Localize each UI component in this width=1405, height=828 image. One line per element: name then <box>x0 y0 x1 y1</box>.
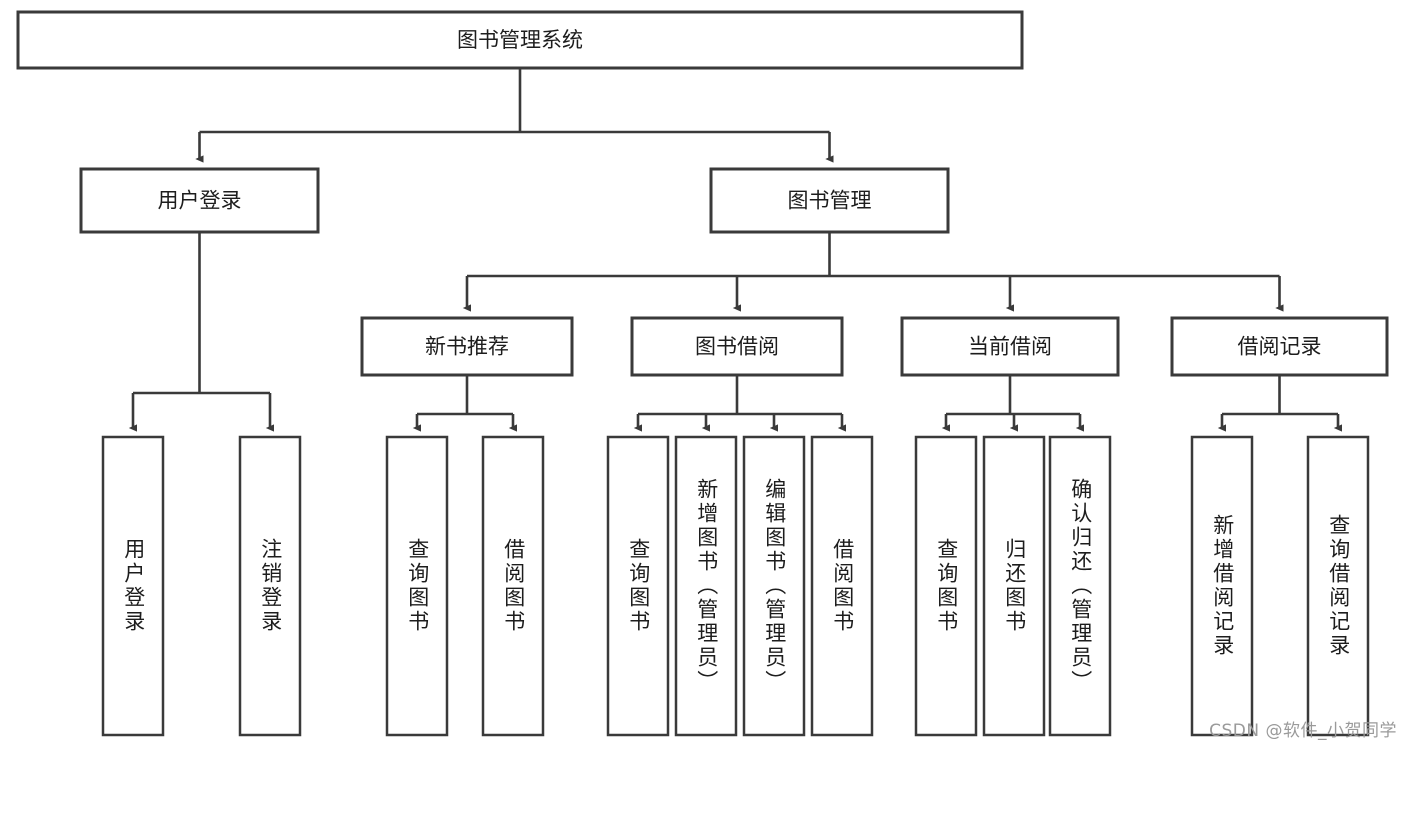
level3-node-box-2[interactable] <box>900 316 1120 377</box>
diagram-canvas: 图书管理系统用户登录图书管理新书推荐图书借阅当前借阅借阅记录 用户登录注销登录查… <box>16 10 1397 741</box>
leaf-node-box-10[interactable] <box>1048 435 1112 737</box>
level3-node-label-1: 图书借阅 <box>695 335 779 359</box>
leaf-node-box-8[interactable] <box>914 435 978 737</box>
leaf-node-box-2[interactable] <box>385 435 449 737</box>
level2-node-label-0: 用户登录 <box>158 189 242 213</box>
leaf-node-box-4[interactable] <box>606 435 670 737</box>
leaf-node-box-7[interactable] <box>810 435 874 737</box>
level2-node-box-0[interactable] <box>79 167 320 234</box>
level2-node-box-1[interactable] <box>709 167 950 234</box>
watermark-text: CSDN @软件_小贺同学 <box>1209 721 1397 741</box>
leaf-node-box-6[interactable] <box>742 435 806 737</box>
leaf-node-box-5[interactable] <box>674 435 738 737</box>
root-node-box[interactable] <box>16 10 1024 70</box>
leaf-node-box-0[interactable] <box>101 435 165 737</box>
leaf-node-box-3[interactable] <box>481 435 545 737</box>
leaf-node-box-12[interactable] <box>1306 435 1370 737</box>
level3-node-box-1[interactable] <box>630 316 844 377</box>
level3-node-box-3[interactable] <box>1170 316 1389 377</box>
level3-node-box-0[interactable] <box>360 316 574 377</box>
root-node-label: 图书管理系统 <box>457 28 583 52</box>
leaf-node-box-9[interactable] <box>982 435 1046 737</box>
level3-node-label-2: 当前借阅 <box>968 335 1052 359</box>
leaf-node-box-11[interactable] <box>1190 435 1254 737</box>
level2-node-label-1: 图书管理 <box>788 189 872 213</box>
node-boxes <box>16 10 1389 737</box>
level3-node-label-0: 新书推荐 <box>425 335 509 359</box>
level3-node-label-3: 借阅记录 <box>1238 335 1322 359</box>
connector-lines <box>128 68 1343 432</box>
leaf-node-box-1[interactable] <box>238 435 302 737</box>
